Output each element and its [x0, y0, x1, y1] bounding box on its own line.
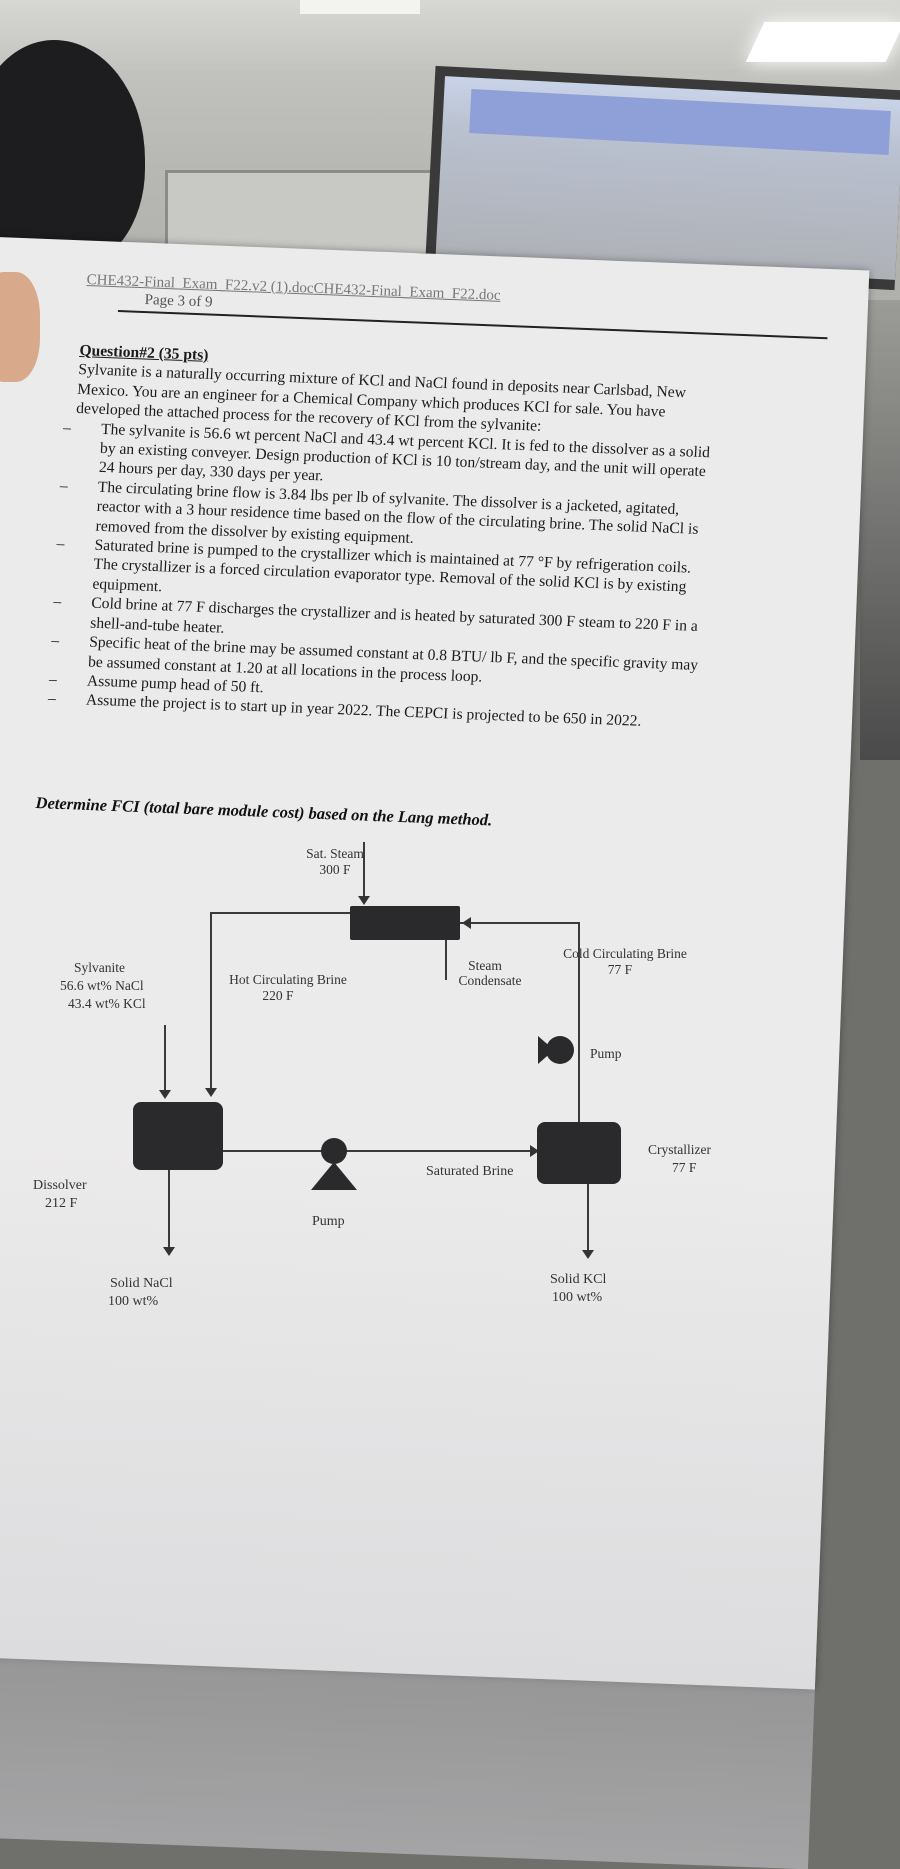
sat-steam-temp: 300 F — [319, 862, 351, 877]
sylvanite-kcl: 43.4 wt% KCl — [68, 996, 146, 1011]
sylvanite-nacl: 56.6 wt% NaCl — [60, 978, 144, 993]
condensate-line — [445, 940, 447, 980]
solid-nacl-pct: 100 wt% — [108, 1294, 159, 1309]
solid-kcl-pct: 100 wt% — [552, 1290, 603, 1305]
arrow-left-icon — [462, 917, 471, 929]
cold-brine-line — [578, 922, 580, 1122]
hot-brine-temp: 220 F — [262, 988, 294, 1003]
ceiling-light — [300, 0, 420, 14]
saturated-brine-label: Saturated Brine — [426, 1164, 514, 1179]
background-edge — [860, 300, 900, 760]
arrow-down-icon — [159, 1090, 171, 1099]
steam-condensate-label: Steam — [468, 958, 502, 973]
steam-line — [363, 842, 365, 902]
nacl-outlet-line — [168, 1170, 170, 1252]
hot-brine-label: Hot Circulating Brine — [229, 972, 347, 987]
pump-label-bottom: Pump — [312, 1214, 345, 1229]
crystallizer — [537, 1122, 621, 1184]
cold-brine-line — [460, 922, 580, 924]
holding-thumb — [0, 272, 40, 382]
arrow-down-icon — [582, 1250, 594, 1259]
pump-label-top: Pump — [590, 1046, 622, 1061]
process-flow-diagram: Sat. Steam 300 F Steam Condensate Cold C… — [33, 842, 711, 1309]
arrow-down-icon — [163, 1247, 175, 1256]
crystallizer-temp: 77 F — [672, 1160, 697, 1175]
person-head — [0, 40, 145, 270]
steam-condensate-label: Condensate — [458, 973, 522, 988]
pump-icon — [311, 1162, 357, 1190]
arrow-down-icon — [358, 896, 370, 905]
pump-icon — [546, 1036, 574, 1064]
dissolver-label: Dissolver — [33, 1178, 87, 1193]
dissolver-temp: 212 F — [45, 1196, 78, 1211]
dissolver — [133, 1102, 223, 1170]
pump-icon — [321, 1138, 347, 1164]
crystallizer-label: Crystallizer — [648, 1142, 711, 1157]
arrow-down-icon — [205, 1088, 217, 1097]
hot-brine-line — [210, 912, 350, 914]
cold-brine-temp: 77 F — [607, 962, 633, 977]
feed-line — [164, 1025, 166, 1095]
heater — [350, 906, 460, 940]
solid-nacl-label: Solid NaCl — [110, 1276, 173, 1291]
saturated-brine-line — [223, 1150, 533, 1152]
sat-steam-label: Sat. Steam — [306, 846, 364, 861]
arrow-right-icon — [530, 1145, 539, 1157]
paper-content: CHE432-Final_Exam_F22.v2 (1).docCHE432-F… — [0, 0, 900, 1600]
kcl-outlet-line — [587, 1184, 589, 1254]
cold-brine-label: Cold Circulating Brine — [563, 946, 687, 961]
hot-brine-line — [210, 912, 212, 1092]
solid-kcl-label: Solid KCl — [550, 1272, 607, 1287]
sylvanite-label: Sylvanite — [74, 960, 125, 975]
